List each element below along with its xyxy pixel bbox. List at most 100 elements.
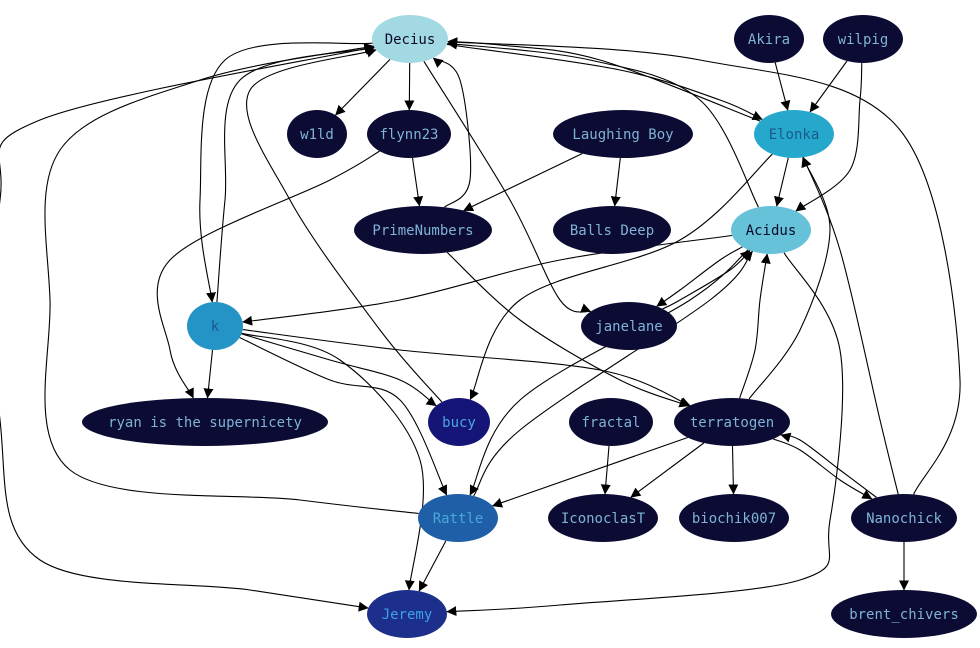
node-balls-deep[interactable]: Balls Deep: [553, 206, 671, 254]
node-ellipse: [674, 398, 790, 446]
node-ellipse: [187, 302, 243, 350]
edge-elonka-to-acidus: [774, 157, 789, 207]
node-ellipse: [581, 302, 677, 350]
node-terratogen[interactable]: terratogen: [674, 398, 790, 446]
node-fractal[interactable]: fractal: [569, 398, 653, 446]
node-w1ld[interactable]: w1ld: [287, 110, 347, 158]
node-label: PrimeNumbers: [372, 223, 473, 239]
node-biochik007[interactable]: biochik007: [679, 494, 789, 542]
edge-acidus-to-rattle: [469, 249, 749, 496]
node-label: Balls Deep: [570, 223, 654, 239]
node-ellipse: [418, 494, 498, 542]
edge-laughing-boy-to-primenumbers: [463, 153, 583, 212]
node-label: Acidus: [746, 223, 797, 239]
node-label: IconoclasT: [561, 511, 646, 527]
edge-wilpig-to-acidus: [795, 62, 863, 212]
node-label: Decius: [385, 32, 436, 48]
node-rattle[interactable]: Rattle: [418, 494, 498, 542]
node-label: wilpig: [838, 32, 889, 48]
node-label: w1ld: [300, 127, 334, 143]
edge-acidus-to-k: [242, 234, 733, 326]
node-ellipse: [287, 110, 347, 158]
node-decius[interactable]: Decius: [372, 15, 448, 63]
node-ellipse: [734, 15, 804, 63]
edge-terratogen-to-iconoclast: [630, 442, 705, 498]
node-acidus[interactable]: Acidus: [731, 206, 811, 254]
edge-flynn23-to-primenumbers: [411, 157, 424, 207]
node-iconoclast[interactable]: IconoclasT: [548, 494, 658, 542]
node-label: Akira: [748, 32, 790, 48]
edge-k-to-decius: [216, 44, 375, 303]
node-ellipse: [851, 494, 957, 542]
node-ellipse: [831, 590, 977, 638]
node-nanochick[interactable]: Nanochick: [851, 494, 957, 542]
edge-elonka-to-bucy: [469, 153, 773, 401]
node-laughing-boy[interactable]: Laughing Boy: [553, 110, 693, 158]
edge-janelane-to-acidus: [662, 250, 751, 310]
edges-layer: [0, 37, 961, 617]
edge-terratogen-to-biochik007: [728, 445, 739, 495]
edge-nanochick-to-terratogen: [780, 432, 877, 498]
node-label: Jeremy: [382, 607, 433, 623]
edge-terratogen-to-acidus: [739, 253, 771, 399]
edge-primenumbers-to-decius: [432, 57, 472, 208]
node-jeremy[interactable]: Jeremy: [367, 590, 447, 638]
node-ellipse: [428, 398, 490, 446]
node-label: Laughing Boy: [572, 127, 673, 143]
edge-fractal-to-iconoclast: [600, 445, 611, 495]
node-ellipse: [367, 110, 451, 158]
edge-acidus-to-janelane: [656, 246, 743, 307]
edge-decius-to-elonka: [446, 43, 763, 120]
node-label: Rattle: [433, 511, 484, 527]
node-label: biochik007: [692, 511, 776, 527]
node-ellipse: [354, 206, 492, 254]
edge-decius-to-w1ld: [335, 59, 391, 116]
node-label: ryan is the supernicety: [108, 415, 302, 431]
edge-wilpig-to-elonka: [809, 60, 848, 113]
node-label: terratogen: [690, 415, 774, 431]
node-label: flynn23: [379, 127, 438, 143]
node-elonka[interactable]: Elonka: [754, 110, 834, 158]
node-ellipse: [372, 15, 448, 63]
node-ellipse: [548, 494, 658, 542]
edge-k-to-ryan: [203, 349, 214, 399]
edge-rattle-to-jeremy: [418, 540, 447, 592]
edge-nanochick-to-elonka: [802, 156, 899, 495]
node-ellipse: [731, 206, 811, 254]
edge-k-to-terratogen: [242, 329, 691, 407]
node-k[interactable]: k: [187, 302, 243, 350]
node-janelane[interactable]: janelane: [581, 302, 677, 350]
node-ellipse: [367, 590, 447, 638]
node-ellipse: [679, 494, 789, 542]
edge-decius-to-jeremy: [0, 46, 375, 612]
node-akira[interactable]: Akira: [734, 15, 804, 63]
edge-decius-to-janelane: [423, 61, 592, 313]
node-label: k: [211, 319, 220, 335]
edge-k-to-bucy: [241, 333, 437, 407]
edge-terratogen-to-nanochick: [772, 438, 873, 500]
node-flynn23[interactable]: flynn23: [367, 110, 451, 158]
edge-laughing-boy-to-balls-deep: [610, 157, 621, 207]
node-bucy[interactable]: bucy: [428, 398, 490, 446]
edge-flynn23-to-ryan: [156, 150, 380, 399]
edge-elonka-to-decius: [447, 37, 761, 122]
edge-k-to-jeremy: [241, 332, 424, 591]
node-ryan[interactable]: ryan is the supernicety: [82, 398, 328, 446]
node-label: janelane: [595, 319, 662, 335]
node-wilpig[interactable]: wilpig: [823, 15, 903, 63]
edge-bucy-to-decius: [245, 47, 443, 403]
node-primenumbers[interactable]: PrimeNumbers: [354, 206, 492, 254]
node-label: Nanochick: [866, 511, 942, 527]
node-ellipse: [823, 15, 903, 63]
node-ellipse: [754, 110, 834, 158]
edge-nanochick-to-decius: [447, 37, 961, 495]
edge-acidus-to-jeremy: [446, 252, 844, 617]
edge-terratogen-to-rattle: [492, 436, 688, 508]
edge-rattle-to-decius: [44, 42, 419, 515]
node-brent-chivers[interactable]: brent_chivers: [831, 590, 977, 638]
node-label: fractal: [581, 415, 640, 431]
node-ellipse: [553, 110, 693, 158]
